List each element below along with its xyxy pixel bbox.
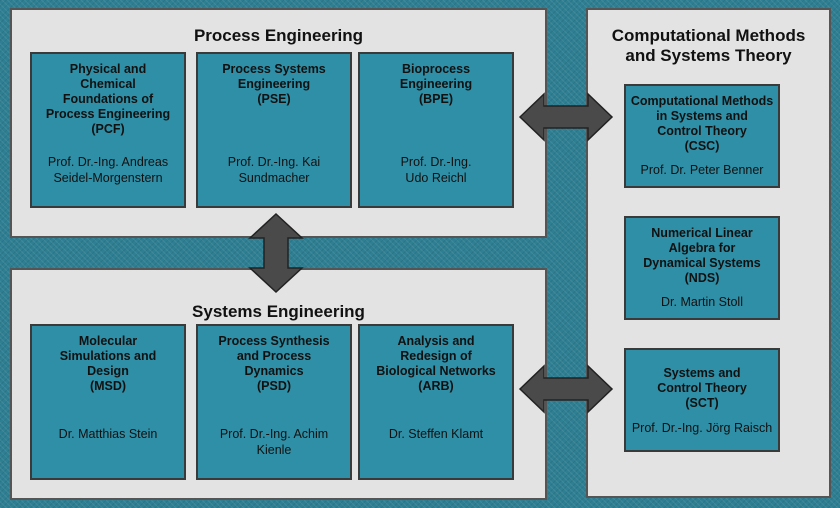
group-box-nds: Numerical Linear Algebra for Dynamical S… — [624, 216, 780, 320]
group-box-arb: Analysis and Redesign of Biological Netw… — [358, 324, 514, 480]
panel-title: Process Engineering — [193, 26, 364, 45]
process-engineering-panel: Process Engineering Physical and Chemica… — [10, 8, 547, 238]
group-name: Physical and Chemical Foundations of Pro… — [45, 62, 171, 136]
group-name: Computational Methods in Systems and Con… — [630, 94, 774, 153]
double-arrow-vertical — [248, 212, 304, 294]
group-name: Process Synthesis and Process Dynamics (… — [218, 334, 330, 393]
panel-title: Computational Methods and Systems Theory — [611, 26, 806, 65]
systems-engineering-panel: Systems Engineering Molecular Simulation… — [10, 268, 547, 500]
group-name: Analysis and Redesign of Biological Netw… — [376, 334, 496, 393]
group-name: Numerical Linear Algebra for Dynamical S… — [643, 226, 761, 285]
group-leader: Dr. Matthias Stein — [58, 427, 158, 441]
group-box-pse: Process Systems Engineering (PSE) Prof. … — [196, 52, 352, 208]
group-leader: Prof. Dr.-Ing. Achim Kienle — [219, 427, 329, 457]
group-leader: Dr. Martin Stoll — [661, 295, 743, 309]
group-leader: Prof. Dr.-Ing. Kai Sundmacher — [227, 155, 321, 185]
group-box-psd: Process Synthesis and Process Dynamics (… — [196, 324, 352, 480]
double-arrow-horizontal — [518, 92, 614, 142]
group-leader: Prof. Dr. Peter Benner — [640, 163, 764, 177]
group-box-msd: Molecular Simulations and Design (MSD) D… — [30, 324, 186, 480]
group-leader: Prof. Dr.-Ing. Jörg Raisch — [631, 421, 773, 435]
group-name: Systems and Control Theory (SCT) — [657, 366, 747, 410]
group-leader: Prof. Dr.-Ing. Udo Reichl — [400, 155, 472, 185]
panel-title: Systems Engineering — [192, 302, 365, 321]
group-leader: Dr. Steffen Klamt — [388, 427, 484, 441]
group-name: Process Systems Engineering (PSE) — [222, 62, 326, 106]
group-box-bpe: Bioprocess Engineering (BPE) Prof. Dr.-I… — [358, 52, 514, 208]
group-box-csc: Computational Methods in Systems and Con… — [624, 84, 780, 188]
group-leader: Prof. Dr.-Ing. Andreas Seidel-Morgenster… — [47, 155, 169, 185]
group-name: Bioprocess Engineering (BPE) — [399, 62, 473, 106]
computational-methods-panel: Computational Methods and Systems Theory… — [586, 8, 831, 498]
double-arrow-horizontal — [518, 364, 614, 414]
group-name: Molecular Simulations and Design (MSD) — [59, 334, 157, 393]
group-box-sct: Systems and Control Theory (SCT) Prof. D… — [624, 348, 780, 452]
group-box-pcf: Physical and Chemical Foundations of Pro… — [30, 52, 186, 208]
